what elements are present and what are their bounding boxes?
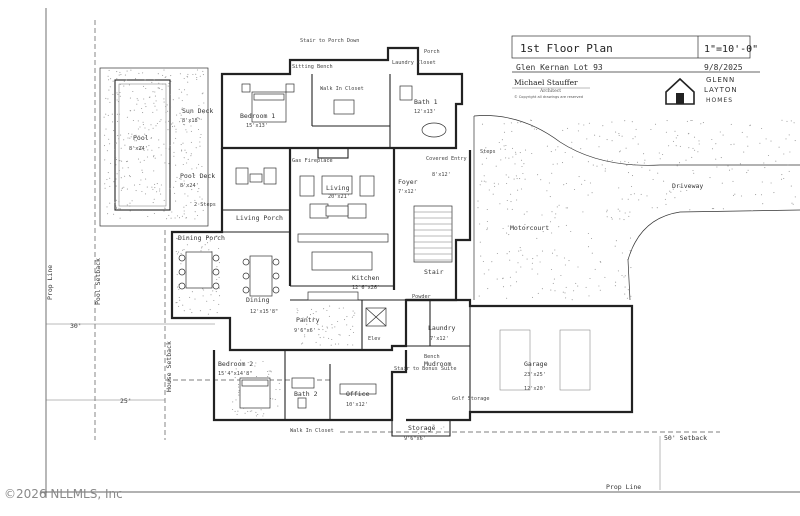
- dim-30-label: 30': [70, 322, 82, 330]
- setback-50-label: 50' Setback: [664, 434, 707, 442]
- two-steps-label: 2 Steps: [194, 202, 216, 208]
- house-setback-label: House Setback: [165, 341, 173, 392]
- dining-porch-label: Dining Porch: [178, 234, 225, 242]
- steps-label: Steps: [480, 149, 496, 155]
- gas-fireplace-label: Gas Fireplace: [292, 158, 333, 164]
- golf-storage-label: Golf Storage: [452, 396, 489, 402]
- walk-closet2-label: Walk In Closet: [290, 428, 334, 434]
- bedroom2-size: 15'4"x14'8": [218, 371, 252, 377]
- foyer-size: 7'x12': [398, 189, 417, 195]
- covered-entry-label: Covered Entry: [426, 156, 467, 162]
- bath1-label: Bath 1: [414, 98, 438, 106]
- elev-label: Elev: [368, 336, 381, 342]
- motorcourt-stipple: [477, 119, 796, 301]
- stair-treads: [413, 205, 453, 263]
- title-block: [511, 35, 760, 89]
- project-name: Glen Kernan Lot 93: [516, 63, 603, 72]
- bedroom1-size: 15'x13': [246, 123, 268, 129]
- builder-logo: [665, 77, 695, 105]
- plan-date: 9/8/2025: [704, 63, 743, 72]
- laundry-label: Laundry: [428, 324, 455, 332]
- plan-scale: 1"=10'-0": [704, 44, 758, 55]
- architect-name: Michael Stauffer: [514, 78, 578, 87]
- foyer-label: Foyer: [398, 178, 418, 186]
- bedroom2-label: Bedroom 2: [218, 360, 253, 368]
- room-labels: Stair to Porch Down Porch Laundry Closet…: [178, 38, 548, 442]
- living-size: 20'x21': [328, 194, 350, 200]
- brand-line1: GLENN: [706, 76, 735, 84]
- prop-line-left-label: Prop Line: [46, 265, 54, 300]
- living-label: Living: [326, 184, 350, 192]
- pool-label: Pool: [133, 134, 149, 142]
- brand-line2: LAYTON: [704, 86, 738, 94]
- motorcourt-label: Motorcourt: [510, 224, 549, 232]
- furniture: [178, 83, 591, 409]
- plan-title: 1st Floor Plan: [520, 42, 613, 55]
- garage-size2: 12'x20': [524, 386, 546, 392]
- stair-label: Stair: [424, 268, 444, 276]
- kitchen-size: 12'6"x26': [352, 285, 380, 291]
- motorcourt-area: [473, 115, 800, 301]
- office-size: 10'x12': [346, 402, 368, 408]
- pool-deck: [99, 67, 209, 227]
- storage-label: Storage: [408, 424, 435, 432]
- copyright-note: © Copyright all drawings are reserved: [514, 95, 583, 99]
- pool-deck-label: Pool Deck: [180, 172, 215, 180]
- bath1-size: 12'x13': [414, 109, 436, 115]
- sitting-bench-label: Sitting Bench: [292, 64, 333, 70]
- storage-size: 9'6"x6': [404, 436, 426, 442]
- architect-sub: Architect: [539, 88, 561, 94]
- dining-label: Dining: [246, 296, 270, 304]
- bench-label: Bench: [424, 354, 440, 360]
- living-porch-label: Living Porch: [236, 214, 283, 222]
- sun-deck-label: Sun Deck: [182, 107, 213, 115]
- garage-size1: 23'x25': [524, 372, 546, 378]
- dining-size: 12'x15'8": [250, 309, 278, 315]
- pool-deck-size: 8'x24': [180, 183, 199, 189]
- kitchen-label: Kitchen: [352, 274, 379, 282]
- garage-label: Garage: [524, 360, 548, 368]
- house-walls: [170, 46, 634, 437]
- laundry-closet-label: Laundry Closet: [392, 60, 436, 66]
- pantry-size: 9'6"x6': [294, 328, 316, 334]
- house-logo-icon: [665, 77, 695, 105]
- covered-entry-size: 8'x12': [432, 172, 451, 178]
- bath2-label: Bath 2: [294, 390, 318, 398]
- brand-line3: HOMES: [706, 97, 733, 104]
- pool-setback-label: Pool Setback: [94, 258, 102, 305]
- prop-line-bottom-label: Prop Line: [606, 483, 641, 491]
- bedroom1-label: Bedroom 1: [240, 112, 275, 120]
- pool-size: 8'x24': [129, 146, 148, 152]
- mudroom-label: Mudroom: [424, 360, 451, 368]
- stair-porch-label: Stair to Porch Down: [300, 38, 359, 44]
- walk-closet-label: Walk In Closet: [320, 86, 364, 92]
- mls-watermark: ©2026 NLLMLS, Inc: [4, 487, 123, 501]
- driveway-label: Driveway: [672, 182, 703, 190]
- stair-bonus-label: Stair to Bonus Suite: [394, 366, 456, 372]
- dim-25-label: 25': [120, 397, 132, 405]
- site-lines: [40, 8, 800, 498]
- office-label: Office: [346, 390, 370, 398]
- porch-label: Porch: [424, 49, 440, 55]
- laundry-size: 7'x12': [430, 336, 449, 342]
- powder-label: Powder: [412, 294, 431, 300]
- pantry-label: Pantry: [296, 316, 320, 324]
- sun-deck-size: 8'x18': [182, 118, 201, 124]
